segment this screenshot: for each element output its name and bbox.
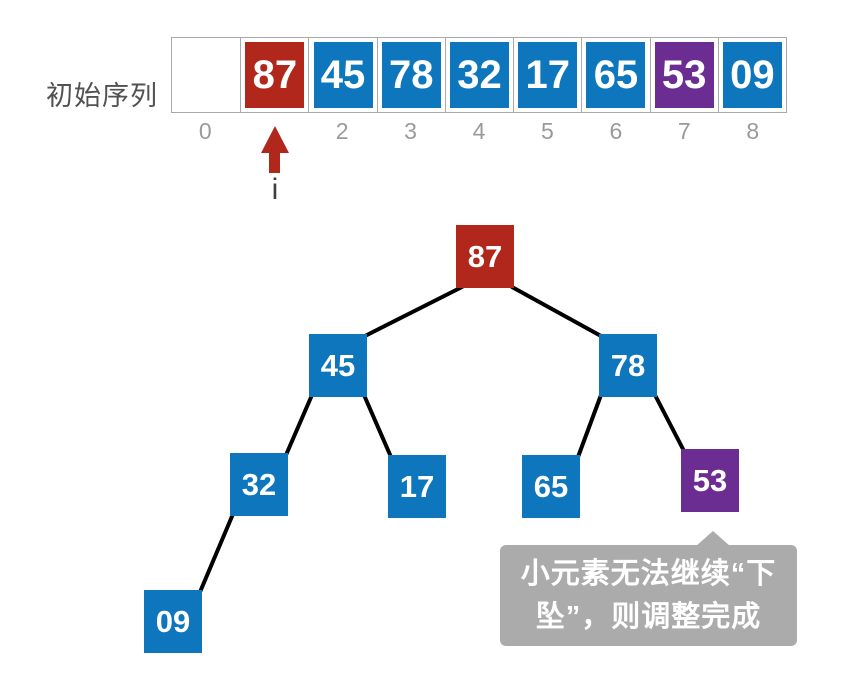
array-value: 65	[586, 42, 646, 108]
array-value: 87	[245, 42, 305, 108]
tree-node-32: 32	[230, 453, 288, 516]
tree-node-45: 45	[309, 334, 367, 397]
tooltip-line-2: 坠”，则调整完成	[535, 600, 762, 633]
tree-node-53: 53	[681, 449, 739, 512]
tree-node-17: 17	[388, 455, 446, 518]
sequence-label: 初始序列	[46, 81, 158, 111]
array-cell-7: 53	[649, 38, 718, 112]
array-cell-1: 87	[240, 38, 308, 112]
array-value: 09	[722, 42, 782, 108]
index-label: 6	[609, 118, 623, 144]
index-row: 0 2 3 4 5 6 7 8	[171, 119, 787, 143]
array-value: 17	[518, 42, 578, 108]
array-value: 32	[449, 42, 509, 108]
index-label: 5	[541, 118, 554, 144]
tree-node-65: 65	[522, 455, 580, 518]
array-cell-5: 17	[513, 38, 581, 112]
pointer-label: i	[271, 173, 279, 206]
index-label: 0	[198, 118, 212, 144]
index-label: 4	[472, 118, 486, 144]
array: 87 45 78 32 17 65 53 09	[171, 37, 787, 113]
tree-node-09: 09	[144, 590, 202, 653]
tooltip-pointer-icon	[696, 531, 730, 546]
index-label: 3	[404, 118, 417, 144]
callout-tooltip: 小元素无法继续“下 坠”，则调整完成	[500, 531, 797, 646]
tree-node-78: 78	[599, 334, 657, 397]
array-value: 78	[381, 42, 441, 108]
array-cell-6: 65	[581, 38, 649, 112]
pointer-arrow-icon	[261, 126, 289, 153]
array-value: 45	[313, 42, 373, 108]
index-label: 7	[677, 118, 691, 144]
array-cell-3: 78	[376, 38, 445, 112]
index-label: 2	[335, 118, 349, 144]
index-label: 8	[746, 118, 760, 144]
tree-node-87: 87	[456, 225, 514, 288]
tooltip-line-1: 小元素无法继续“下	[520, 557, 777, 590]
array-cell-2: 45	[308, 38, 376, 112]
array-cell-4: 32	[444, 38, 513, 112]
pointer-arrow-shaft	[269, 152, 280, 173]
array-cell-8: 09	[717, 38, 786, 112]
array-value: 53	[654, 42, 714, 108]
